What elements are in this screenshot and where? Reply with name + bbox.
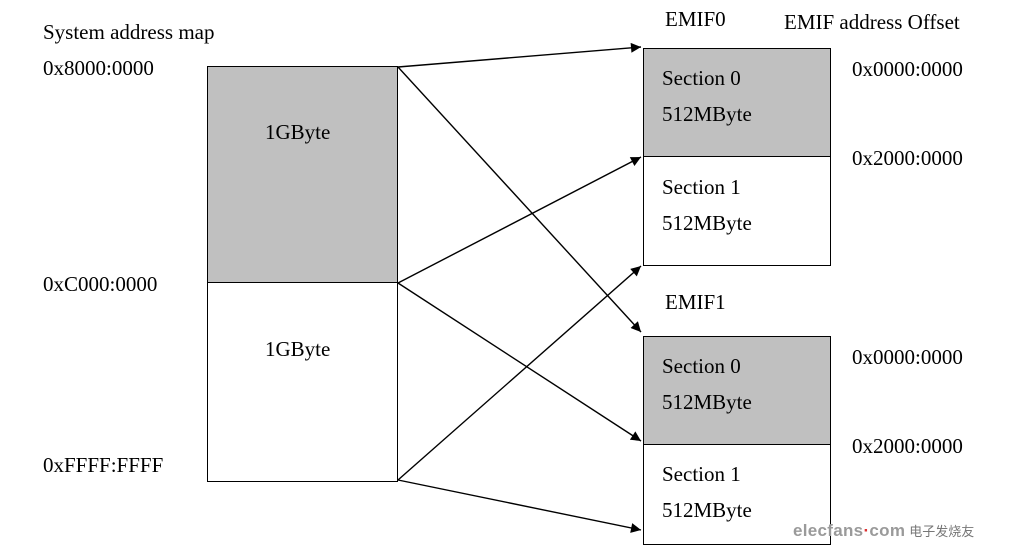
address-mid: 0xC000:0000 bbox=[43, 272, 158, 296]
emif0-offset-section-1: 0x2000:0000 bbox=[852, 146, 963, 170]
watermark-dot: · bbox=[863, 521, 870, 540]
emif-offset-header: EMIF address Offset bbox=[784, 10, 960, 34]
emif1-section-0: Section 0 512MByte bbox=[643, 336, 831, 446]
emif0-section-0-name: Section 0 bbox=[662, 66, 741, 90]
emif0-section-1: Section 1 512MByte bbox=[643, 156, 831, 266]
emif1-section-1-name: Section 1 bbox=[662, 462, 741, 486]
emif0-offset-section-0: 0x0000:0000 bbox=[852, 57, 963, 81]
address-start: 0x8000:0000 bbox=[43, 56, 154, 80]
emif0-section-1-size: 512MByte bbox=[662, 211, 752, 235]
emif0-section-0-size: 512MByte bbox=[662, 102, 752, 126]
emif1-section-0-name: Section 0 bbox=[662, 354, 741, 378]
emif1-offset-section-1: 0x2000:0000 bbox=[852, 434, 963, 458]
arrow-mid-to-emif1-section-1 bbox=[397, 282, 642, 442]
emif1-title: EMIF1 bbox=[665, 290, 726, 314]
emif1-section-0-size: 512MByte bbox=[662, 390, 752, 414]
emif0-section-0: Section 0 512MByte bbox=[643, 48, 831, 158]
watermark-cn: 电子发烧友 bbox=[909, 525, 975, 540]
arrow-end-to-emif0-section-1-end bbox=[397, 265, 642, 481]
arrow-upper-to-emif0-section-0 bbox=[397, 42, 642, 68]
system-block-upper: 1GByte bbox=[207, 66, 398, 284]
address-end: 0xFFFF:FFFF bbox=[43, 453, 164, 477]
arrow-mid-to-emif0-section-1 bbox=[397, 156, 642, 284]
arrow-upper-to-emif1-section-0 bbox=[397, 66, 642, 333]
watermark-brand-suffix: com bbox=[869, 521, 906, 540]
system-block-upper-size: 1GByte bbox=[265, 120, 331, 144]
emif1-section-1-size: 512MByte bbox=[662, 498, 752, 522]
watermark-brand-prefix: elecfans bbox=[793, 521, 864, 540]
system-block-lower-size: 1GByte bbox=[265, 337, 331, 361]
system-block-lower: 1GByte bbox=[207, 282, 398, 482]
emif0-title: EMIF0 bbox=[665, 7, 726, 31]
emif1-section-1: Section 1 512MByte bbox=[643, 444, 831, 545]
emif0-section-1-name: Section 1 bbox=[662, 175, 741, 199]
emif1-offset-section-0: 0x0000:0000 bbox=[852, 345, 963, 369]
system-address-map-title: System address map bbox=[43, 20, 215, 44]
arrow-end-to-emif1-section-1-end bbox=[397, 479, 642, 533]
